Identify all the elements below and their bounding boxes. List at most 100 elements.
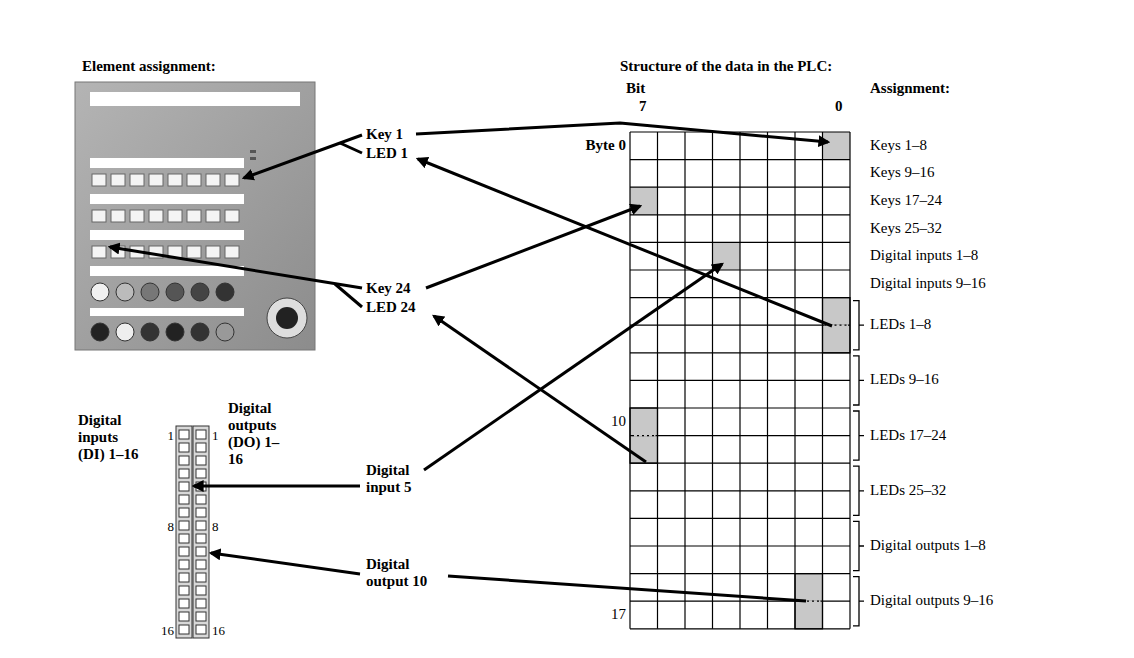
terminal-pin [196,430,206,439]
byte-number: 10 [546,413,626,430]
terminal-pin [179,456,189,465]
round-key [91,283,109,301]
terminal-pin [196,573,206,582]
bit-number: 0 [835,98,843,115]
pin-number: 1 [212,427,219,444]
round-key [166,283,184,301]
terminal-pin [179,573,189,582]
brace [853,466,864,515]
assignment-label: Keys 25–32 [870,220,942,237]
pin-number: 8 [94,518,174,535]
highlighted-bit [823,132,851,160]
brace [853,301,864,350]
terminal-pin [196,586,206,595]
axis-label: Bit [626,80,645,97]
terminal-pin [196,495,206,504]
element-label: LED 1 [366,145,408,162]
assignment-label: Keys 9–16 [870,164,935,181]
pin-number: 16 [212,622,225,639]
assignment-label: Digital inputs 1–8 [870,247,978,264]
terminal-pin [196,456,206,465]
terminal-pin [179,586,189,595]
round-key [191,323,209,341]
heading: Element assignment: [82,58,216,75]
terminal-pin [196,612,206,621]
round-key [191,283,209,301]
brace [853,356,864,405]
terminal-pin [196,508,206,517]
assignment-label: LEDs 17–24 [870,427,946,444]
key [225,210,239,222]
highlighted-bit [713,242,741,270]
key [149,210,163,222]
round-key [91,323,109,341]
heading: Assignment: [870,80,950,97]
brace [853,411,864,460]
highlighted-bit [630,187,658,215]
terminal-pin [179,508,189,517]
io-connector [176,426,209,638]
round-key [216,283,234,301]
terminal-strip [193,426,209,638]
terminal-strip [176,426,192,638]
leader-line [244,135,362,178]
display-strip [90,92,300,106]
key [130,210,144,222]
assignment-label: Digital outputs 9–16 [870,592,993,609]
emergency-knob [276,307,298,329]
key [225,174,239,186]
label-strip [90,194,244,204]
assignment-label: LEDs 25–32 [870,482,946,499]
terminal-pin [196,521,206,530]
key [206,174,220,186]
key [225,246,239,258]
byte-number: 17 [546,606,626,623]
emergency-knob [267,298,307,338]
byte-number: Byte 0 [546,137,626,154]
round-key [116,323,134,341]
key [187,174,201,186]
pin-number: 1 [94,427,174,444]
terminal-pin [196,534,206,543]
heading: Structure of the data in the PLC: [620,58,832,75]
assignment-label: LEDs 9–16 [870,371,939,388]
terminal-pin [179,612,189,621]
leader-line [194,485,360,488]
key [92,246,106,258]
terminal-pin [196,547,206,556]
connector-label: Digital outputs (DO) 1–16 [228,400,292,468]
key [130,174,144,186]
element-label: Key 24 [366,280,411,297]
key [111,210,125,222]
terminal-pin [196,599,206,608]
connector-label: Digital inputs (DI) 1–16 [78,412,140,463]
pin-number: 16 [94,622,174,639]
leader-lines [110,123,832,601]
element-label: LED 24 [366,299,416,316]
assignment-label: Digital outputs 1–8 [870,537,986,554]
assignment-label: Digital inputs 9–16 [870,275,986,292]
key [111,174,125,186]
key [149,174,163,186]
terminal-pin [196,443,206,452]
leader-line [418,159,832,326]
key [92,174,106,186]
assignment-label: Keys 17–24 [870,192,942,209]
terminal-pin [179,443,189,452]
round-key [141,283,159,301]
leader-line [211,553,360,574]
leader-line [335,284,362,307]
leader-line [110,247,362,288]
round-key [116,283,134,301]
label-strip [90,266,244,276]
terminal-pin [196,560,206,569]
assignment-label: LEDs 1–8 [870,316,931,333]
terminal-pin [179,482,189,491]
key [168,174,182,186]
terminal-pin [179,495,189,504]
label-strip [90,158,244,168]
panel-housing [75,82,315,350]
key [206,246,220,258]
terminal-pin [179,560,189,569]
key [168,210,182,222]
